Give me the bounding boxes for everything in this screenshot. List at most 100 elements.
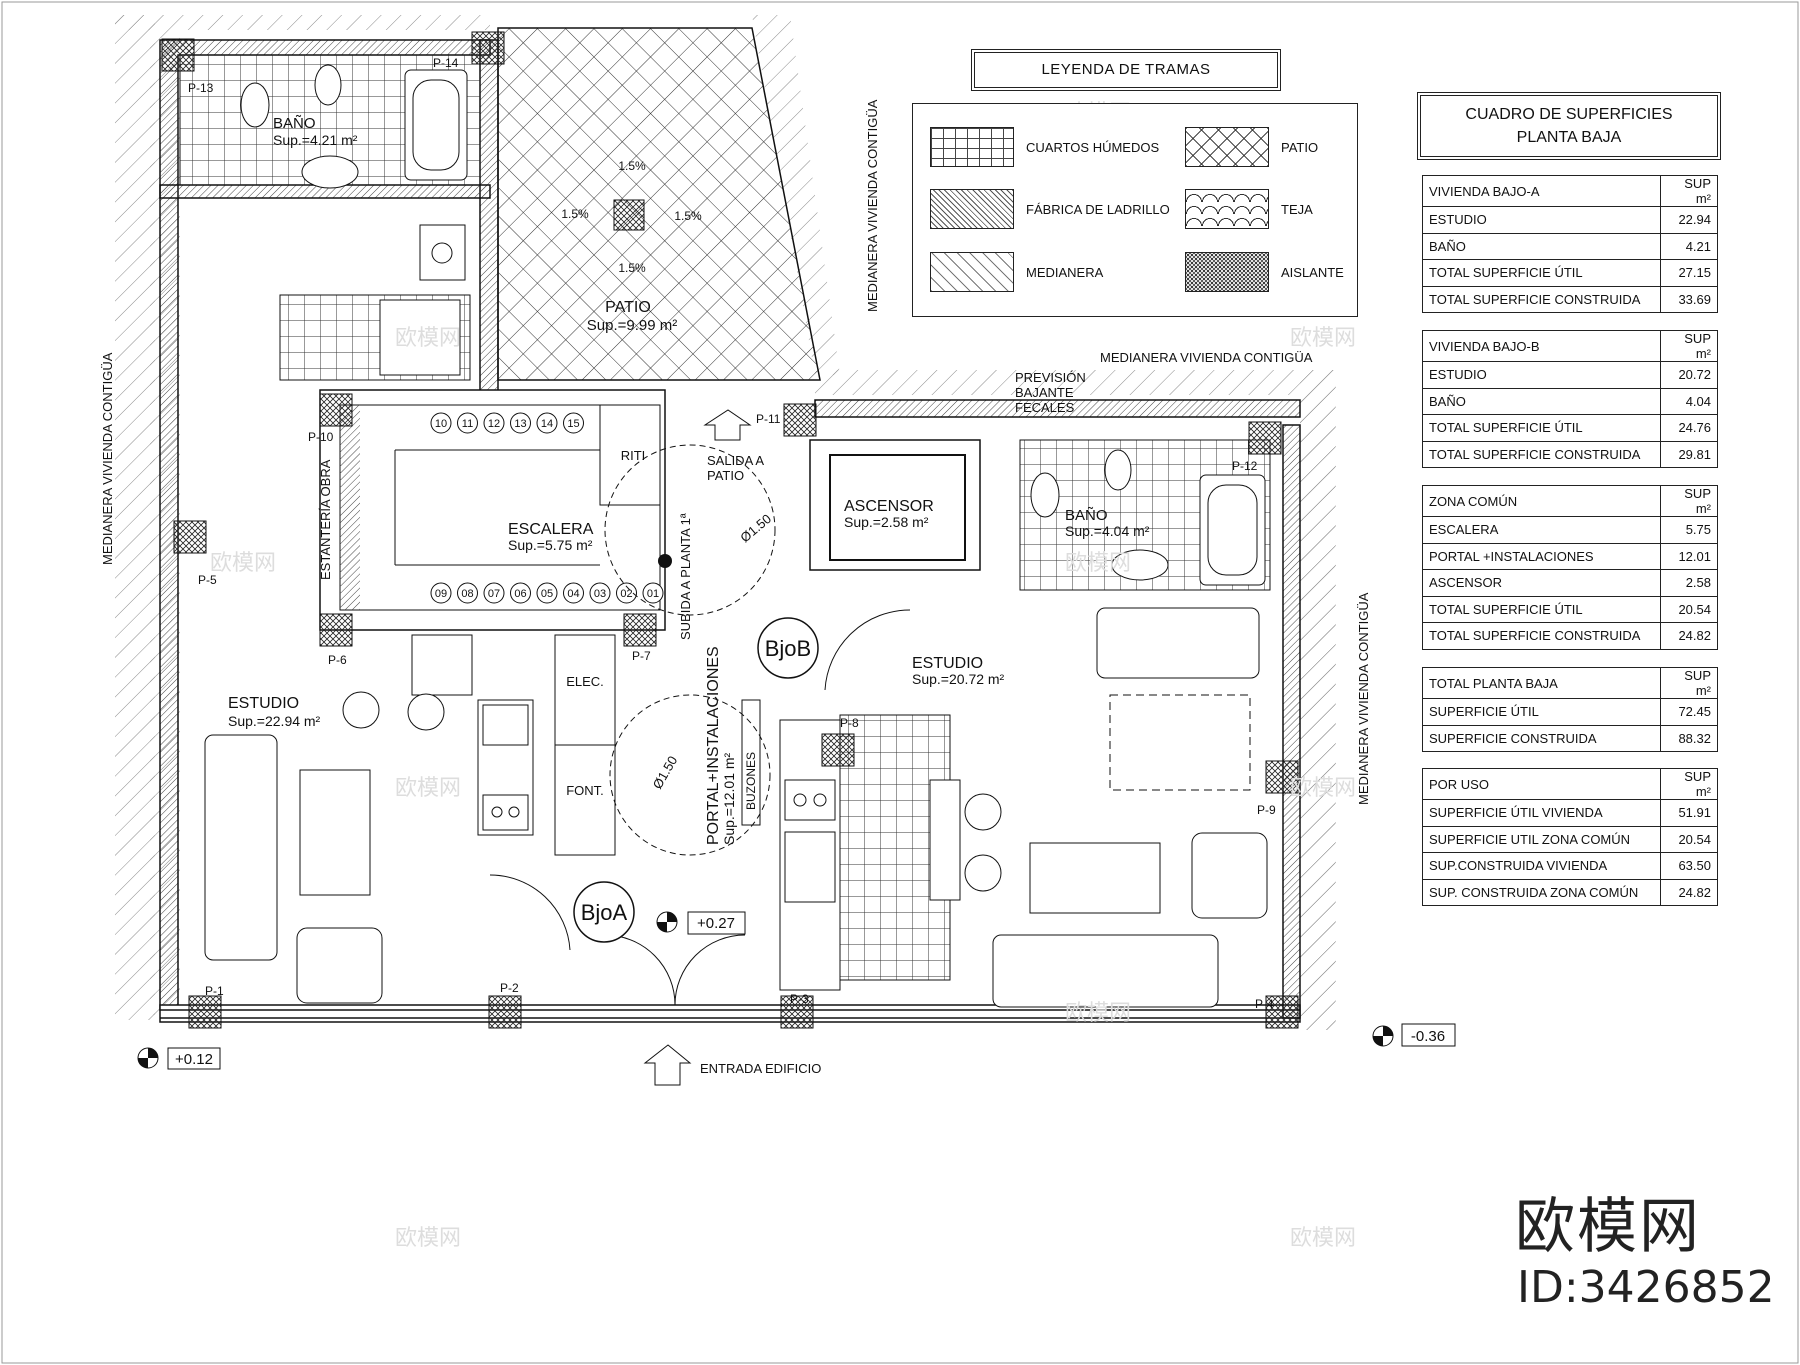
pillar-label: P-6: [328, 653, 347, 667]
stair-step-number: 01: [647, 588, 659, 600]
sofa-icon: [204, 734, 278, 961]
table-icon: [1029, 842, 1161, 914]
legend-title: LEYENDA DE TRAMAS: [971, 49, 1281, 91]
pillar-label: P-12: [1232, 459, 1258, 473]
legend-swatch: [930, 127, 1014, 167]
legend-item-wet-rooms: CUARTOS HÚMEDOS: [930, 127, 1159, 167]
pillar: [783, 403, 817, 437]
row-label: ESTUDIO: [1422, 206, 1661, 234]
unit-header: SUP m²: [1660, 330, 1718, 362]
unit-tag-bjob-text: BjoB: [765, 636, 811, 661]
kitchen-a: [477, 699, 534, 836]
font-label: FONT.: [566, 783, 604, 798]
level-marker-b: +0.27: [656, 911, 746, 935]
legend-label: MEDIANERA: [1026, 264, 1104, 280]
stair-step-number: 15: [567, 418, 579, 430]
row-value: 27.15: [1660, 259, 1718, 287]
svg-text:欧模网: 欧模网: [395, 1226, 461, 1251]
stair-step-number: 06: [514, 588, 526, 600]
slope-top: 1.5%: [618, 159, 646, 173]
studio-a: ESTUDIO Sup.=22.94 m²: [204, 634, 473, 1004]
svg-text:欧模网: 欧模网: [1065, 551, 1131, 576]
section-name: VIVIENDA BAJO-A: [1422, 175, 1661, 207]
unit-tag-bjoa: BjoA: [573, 881, 635, 943]
stair-step-marker: [483, 582, 505, 604]
stair-step-marker: [430, 582, 452, 604]
patio-name: PATIO: [605, 299, 651, 316]
legend-item-patio: PATIO: [1185, 127, 1318, 167]
portal-area: Sup.=12.01 m²: [721, 752, 737, 845]
unit-tag-bjoa-text: BjoA: [581, 900, 628, 925]
stair-step-number: 12: [488, 418, 500, 430]
medianera-patio-label: MEDIANERA VIVIENDA CONTIGÜA: [865, 99, 880, 312]
legend-label: TEJA: [1281, 201, 1313, 217]
pillar: [319, 613, 353, 647]
stair-area: Sup.=5.75 m²: [508, 537, 593, 553]
row-value: 2.58: [1660, 569, 1718, 597]
legend-item-insulation: AISLANTE: [1185, 252, 1344, 292]
pillar: [488, 995, 522, 1029]
turning-circle: [609, 694, 771, 856]
doors: [489, 609, 911, 1006]
unit-header: SUP m²: [1660, 485, 1718, 517]
bathroom-b-name: BAÑO: [1065, 507, 1108, 524]
prevision-label-1: PREVISIÓN: [1015, 370, 1086, 385]
bathroom-a-area: Sup.=4.21 m²: [273, 132, 358, 148]
medianera-hatch: [115, 15, 1336, 1030]
desk-icon: [411, 634, 473, 696]
exterior-walls: [159, 39, 1301, 1023]
stair-step-number: 11: [462, 418, 473, 430]
stair-step-marker: [483, 412, 505, 434]
stair-step-number: 07: [488, 588, 500, 600]
stair-step-number: 09: [435, 588, 447, 600]
stair-step-marker: [457, 412, 478, 434]
row-label: ASCENSOR: [1422, 569, 1661, 597]
stair-step-marker: [457, 582, 478, 604]
studio-a-area: Sup.=22.94 m²: [228, 713, 321, 729]
legend-label: PATIO: [1281, 139, 1319, 155]
pillar-label: P-14: [433, 56, 459, 70]
pillar: [623, 613, 657, 647]
sofa-icon: [1096, 607, 1260, 679]
arrow-up-icon: [643, 1044, 692, 1086]
row-label: SUP.CONSTRUIDA VIVIENDA: [1422, 852, 1661, 880]
row-label: TOTAL SUPERFICIE ÚTIL: [1422, 414, 1661, 442]
slope-bottom: 1.5%: [618, 261, 646, 275]
unit-header: SUP m²: [1660, 768, 1718, 800]
pillar-label: P-1: [205, 984, 224, 998]
row-value: 20.54: [1660, 825, 1718, 853]
rug-outline: [1109, 694, 1251, 791]
row-label: BAÑO: [1422, 387, 1661, 415]
sink-icon: [1111, 549, 1169, 581]
row-value: 4.04: [1660, 387, 1718, 415]
row-label: TOTAL SUPERFICIE CONSTRUIDA: [1422, 285, 1661, 313]
row-label: TOTAL SUPERFICIE ÚTIL: [1422, 595, 1661, 623]
entrance-label: ENTRADA EDIFICIO: [700, 1061, 821, 1076]
svg-text:欧模网: 欧模网: [1290, 326, 1356, 351]
turning-circle: [604, 444, 776, 616]
row-label: TOTAL SUPERFICIE CONSTRUIDA: [1422, 440, 1661, 468]
studio-a-name: ESTUDIO: [228, 695, 299, 712]
elec-label: ELEC.: [566, 674, 604, 689]
bathroom-a-name: BAÑO: [273, 115, 316, 132]
level-b-text: +0.27: [697, 915, 735, 932]
patio-area: Sup.=9.99 m²: [587, 317, 677, 334]
row-value: 4.21: [1660, 232, 1718, 260]
